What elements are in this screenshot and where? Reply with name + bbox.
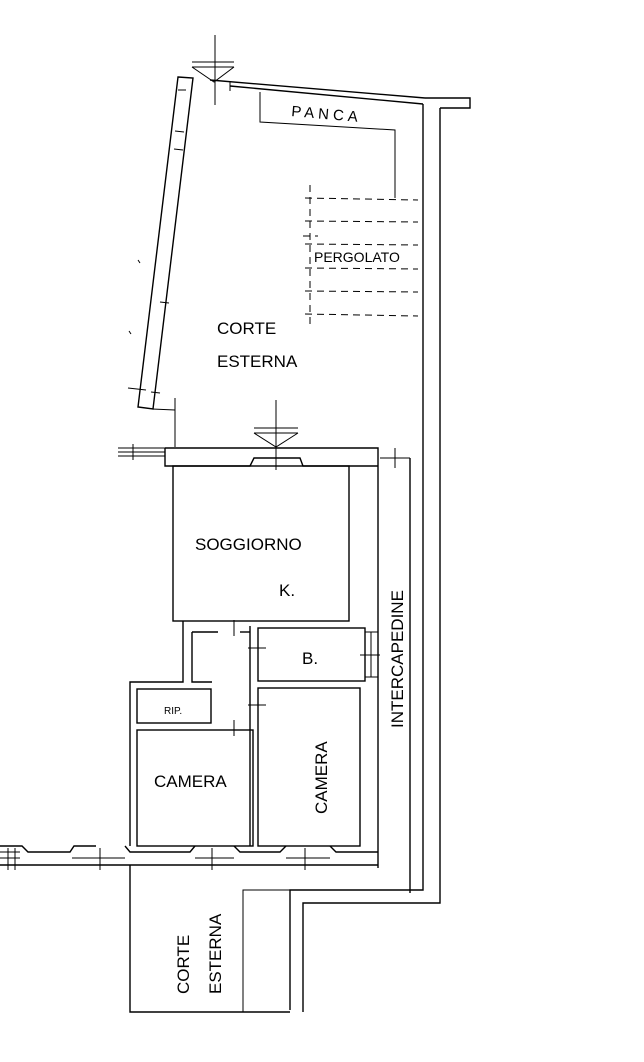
bottom-courtyard	[129, 865, 290, 1013]
bottom-courtyard-label-line1: CORTE	[174, 935, 193, 994]
courtyard-label-line1: CORTE	[217, 319, 276, 338]
bottom-courtyard-label-line2: ESTERNA	[206, 913, 225, 994]
hallway-walls	[129, 620, 266, 846]
bathroom-label: B.	[302, 649, 318, 668]
courtyard-label-line2: ESTERNA	[217, 352, 298, 371]
intercapedine-label: INTERCAPEDINE	[388, 590, 407, 728]
intercapedine-boundary	[289, 104, 441, 1012]
bench-label: PANCA	[291, 103, 363, 126]
bedroom-right-label: CAMERA	[312, 741, 331, 814]
living-room-label: SOGGIORNO	[195, 535, 302, 554]
bench	[259, 92, 396, 198]
bedroom-left	[136, 729, 254, 847]
storage-room	[136, 688, 212, 724]
bedroom-left-label: CAMERA	[154, 772, 227, 791]
storage-label: RIP.	[164, 706, 182, 717]
bathroom-window	[360, 631, 380, 678]
living-room	[172, 465, 350, 622]
bedroom-right	[257, 687, 361, 847]
pergola	[303, 185, 419, 328]
pergola-label: PERGOLATO	[314, 249, 400, 265]
building-walls	[0, 400, 379, 870]
courtyard-top-wall	[209, 79, 471, 109]
courtyard-boundary-wall	[127, 76, 194, 447]
entry-gate-icon	[191, 35, 235, 105]
kitchen-label: K.	[279, 581, 295, 600]
